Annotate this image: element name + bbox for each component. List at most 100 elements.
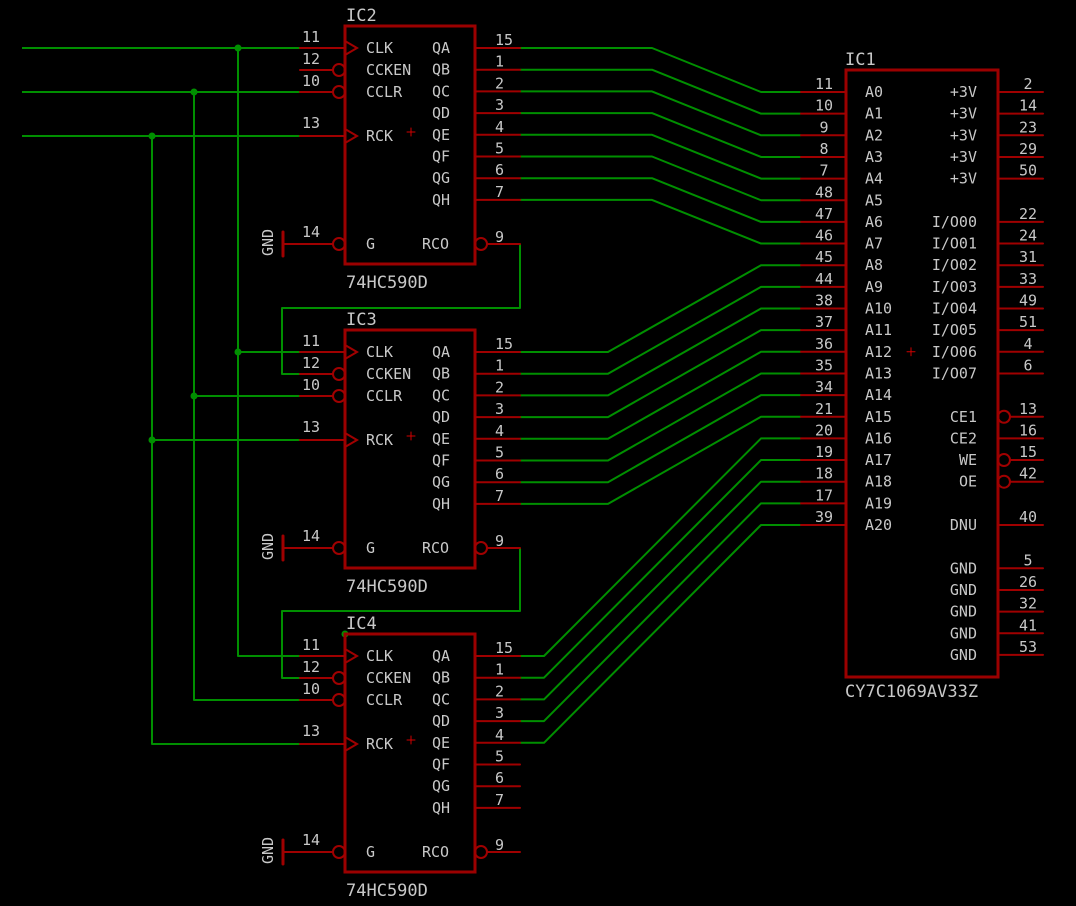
- pin-label: QC: [432, 386, 450, 404]
- pin-label: QE: [432, 430, 450, 448]
- pin-number: 12: [302, 658, 320, 676]
- pin-label: WE: [959, 451, 977, 469]
- pin-label: +3V: [950, 126, 977, 144]
- pin-number: 48: [815, 183, 833, 201]
- junction-dot: [190, 392, 198, 400]
- pin-number: 6: [495, 161, 504, 179]
- pin-number: 17: [815, 486, 833, 504]
- pin-label: QH: [432, 191, 450, 209]
- pin-label: QF: [432, 756, 450, 774]
- pin-number: 42: [1019, 465, 1037, 483]
- pin-label: A14: [865, 386, 892, 404]
- pin-number: 1: [495, 357, 504, 375]
- pin-label: A0: [865, 83, 883, 101]
- junction-dot: [148, 436, 156, 444]
- pin-label: QB: [432, 365, 450, 383]
- ic-name: IC4: [346, 614, 377, 634]
- pin-label: QB: [432, 61, 450, 79]
- pin-label: A11: [865, 321, 892, 339]
- pin-label: A5: [865, 191, 883, 209]
- pin-label: A20: [865, 516, 892, 534]
- pin-label: I/O01: [932, 235, 977, 253]
- pin-number: 45: [815, 248, 833, 266]
- pin-number: 5: [495, 444, 504, 462]
- pin-number: 5: [1023, 551, 1032, 569]
- pin-label: A13: [865, 364, 892, 382]
- address-wire: [520, 350, 801, 440]
- pin-label: CCKEN: [366, 669, 411, 687]
- pin-label: QA: [432, 343, 450, 361]
- address-wire: [520, 394, 801, 484]
- pin-label: A15: [865, 408, 892, 426]
- address-wire: [520, 264, 801, 353]
- pin-number: 3: [495, 704, 504, 722]
- pin-number: 47: [815, 205, 833, 223]
- pin-number: 1: [495, 661, 504, 679]
- pin-label: QF: [432, 452, 450, 470]
- pin-number: 33: [1019, 270, 1037, 288]
- pin-label: I/O02: [932, 256, 977, 274]
- pin-label: QB: [432, 669, 450, 687]
- pin-number: 2: [495, 378, 504, 396]
- gnd-label: GND: [259, 837, 277, 864]
- pin-number: 1: [495, 53, 504, 71]
- gnd-label: GND: [259, 533, 277, 560]
- pin-number: 5: [495, 140, 504, 158]
- inversion-bubble: [332, 671, 346, 685]
- symbols: IC274HC590D11CLK12CCKEN10CCLR13RCK14GGND…: [259, 6, 1044, 901]
- pin-label: GND: [950, 624, 977, 642]
- pin-label: QD: [432, 712, 450, 730]
- pin-number: 53: [1019, 638, 1037, 656]
- pin-number: 13: [302, 114, 320, 132]
- inversion-bubble: [997, 453, 1011, 468]
- pin-label: QG: [432, 777, 450, 795]
- address-wire: [520, 155, 801, 202]
- gnd-label: GND: [259, 229, 277, 256]
- pin-label: GND: [950, 559, 977, 577]
- pin-label: A12: [865, 343, 892, 361]
- address-wire: [520, 47, 801, 93]
- pin-number: 9: [819, 118, 828, 136]
- pin-number: 10: [302, 72, 320, 90]
- ic-name: IC2: [346, 6, 377, 26]
- pin-number: 41: [1019, 616, 1037, 634]
- pin-label: A7: [865, 235, 883, 253]
- counter-ic3: IC374HC590D11CLK12CCKEN10CCLR13RCK14GGND…: [259, 310, 521, 597]
- pin-label: CCKEN: [366, 365, 411, 383]
- pin-number: 15: [495, 639, 513, 657]
- clock-edge-icon: [344, 344, 359, 360]
- pin-number: 18: [815, 465, 833, 483]
- pin-label: A19: [865, 494, 892, 512]
- pin-number: 14: [1019, 97, 1037, 115]
- pin-label: CE1: [950, 408, 977, 426]
- pin-number: 49: [1019, 292, 1037, 310]
- pin-label: I/O05: [932, 321, 977, 339]
- address-wire: [520, 480, 801, 701]
- counter-ic2: IC274HC590D11CLK12CCKEN10CCLR13RCK14GGND…: [259, 6, 521, 293]
- net-wires: [22, 44, 801, 745]
- pin-label: OE: [959, 473, 977, 491]
- pin-number: 9: [495, 532, 504, 550]
- pin-label: I/O03: [932, 278, 977, 296]
- address-wire: [520, 68, 801, 115]
- rco-cascade-wire: [281, 244, 521, 375]
- pin-label: A10: [865, 300, 892, 318]
- pin-label: I/O07: [932, 364, 977, 382]
- pin-label: RCO: [422, 843, 449, 861]
- pin-number: 13: [1019, 400, 1037, 418]
- inversion-bubble: [997, 474, 1011, 489]
- pin-label: RCK: [366, 127, 393, 145]
- address-wire: [520, 415, 801, 505]
- address-wire: [520, 524, 801, 744]
- address-wire: [520, 329, 801, 419]
- pin-label: GND: [950, 581, 977, 599]
- pin-label: QG: [432, 473, 450, 491]
- pin-label: CE2: [950, 429, 977, 447]
- pin-number: 24: [1019, 227, 1037, 245]
- pin-number: 29: [1019, 140, 1037, 158]
- pin-label: A1: [865, 105, 883, 123]
- pin-number: 44: [815, 270, 833, 288]
- pin-number: 2: [495, 74, 504, 92]
- pin-number: 16: [1019, 421, 1037, 439]
